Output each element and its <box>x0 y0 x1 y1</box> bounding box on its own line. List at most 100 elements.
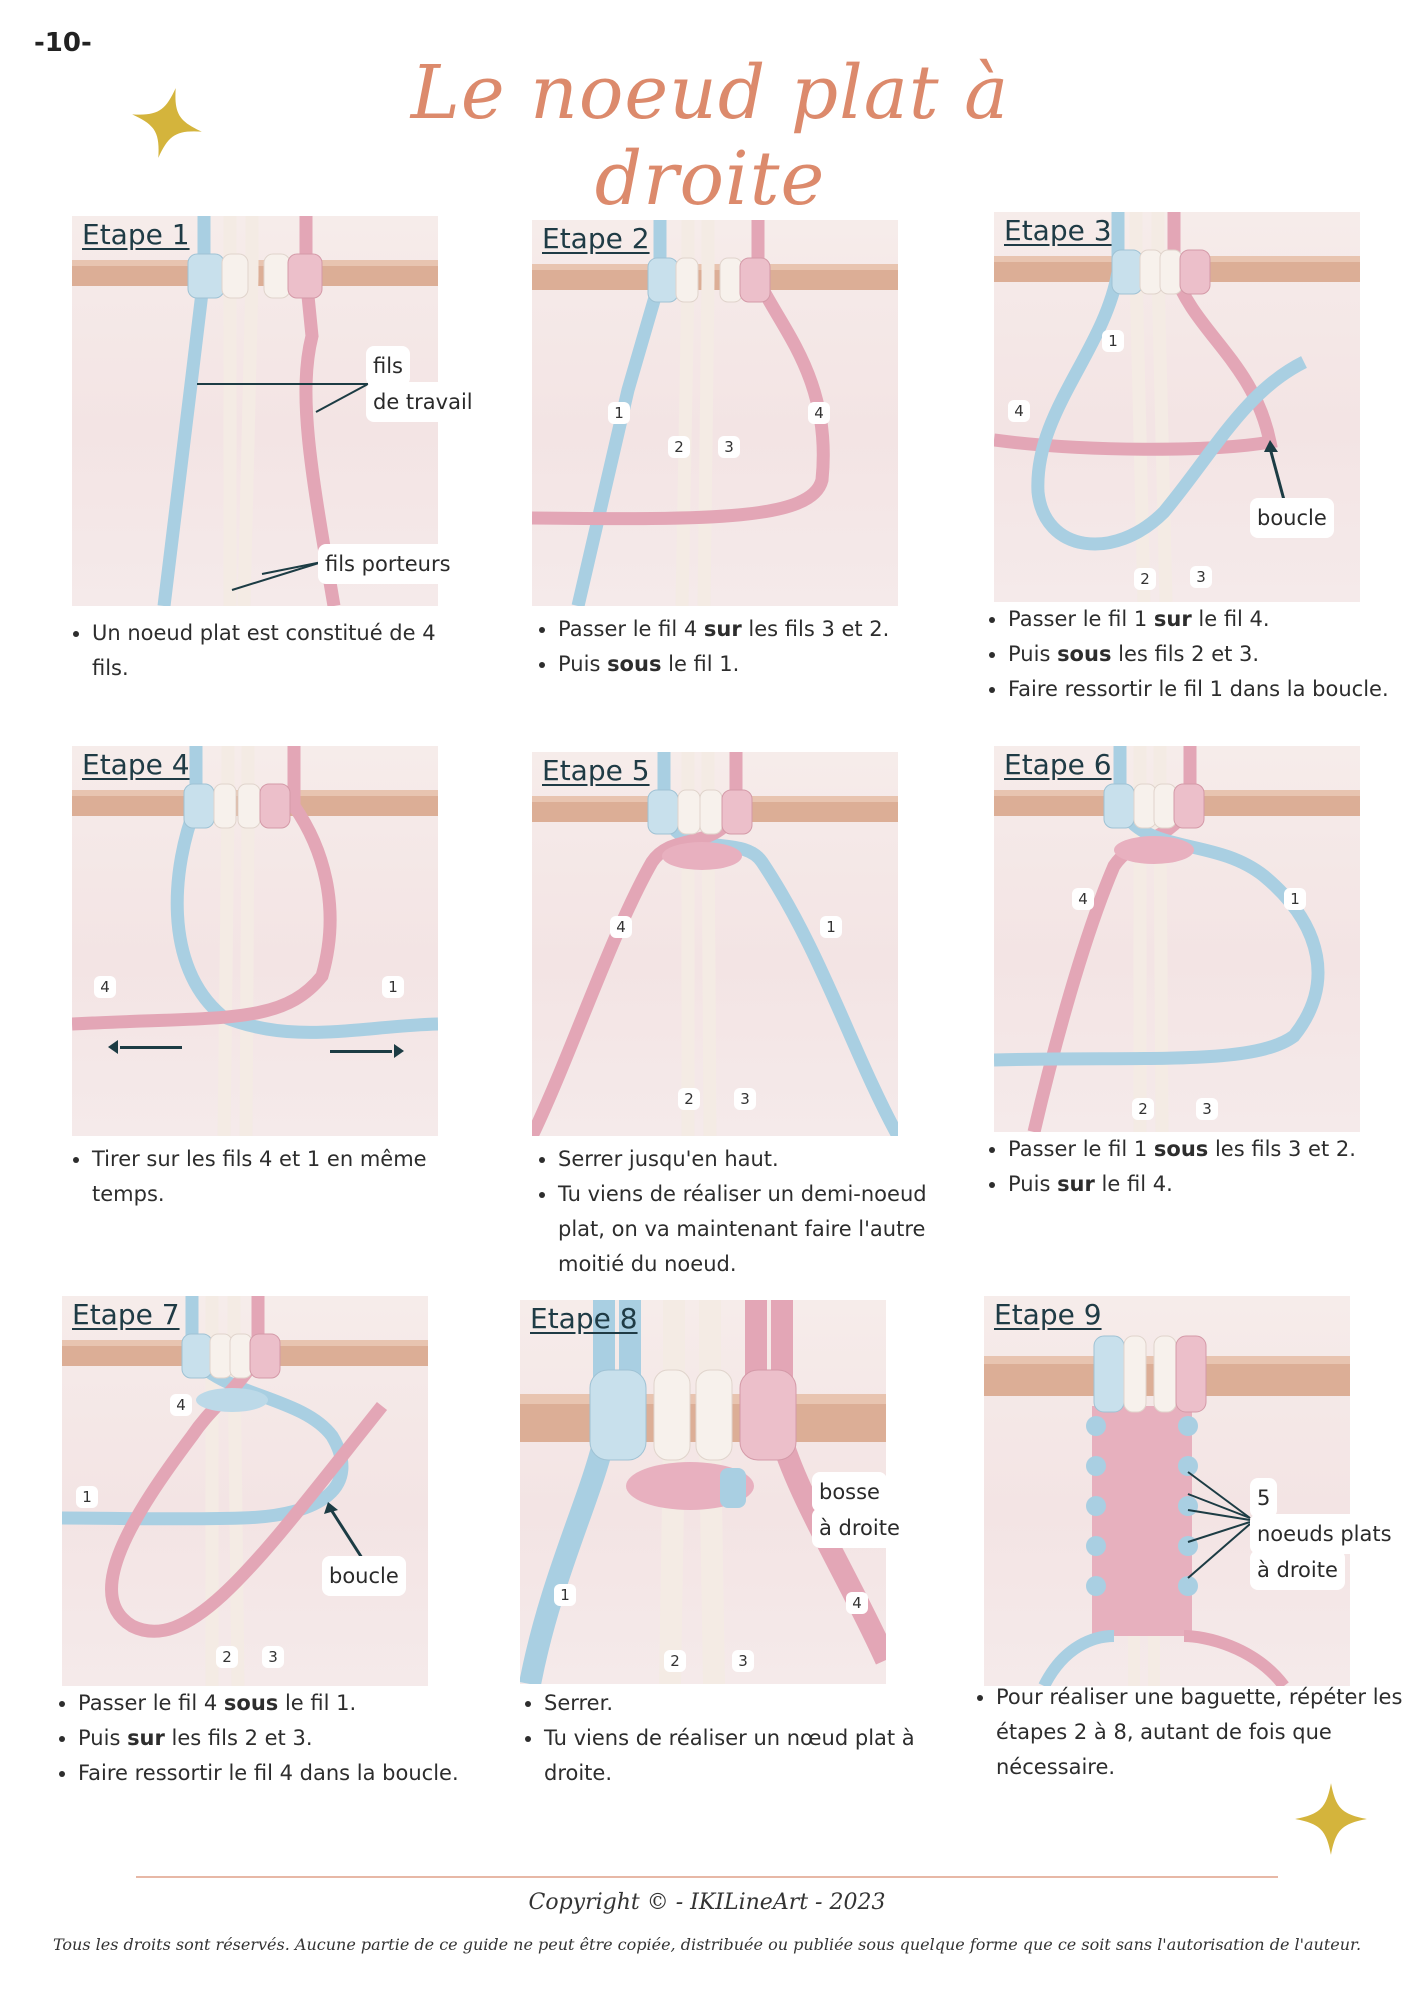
instruction-item: Faire ressortir le fil 4 dans la boucle. <box>78 1756 498 1791</box>
cord-label-4: 4 <box>610 916 632 938</box>
step-7-title: Etape 7 <box>72 1298 180 1331</box>
cord-label-1: 1 <box>554 1584 576 1606</box>
instruction-item: Pour réaliser une baguette, répéter les … <box>996 1680 1414 1785</box>
instruction-text: Puis <box>558 652 608 676</box>
cord-label-4: 4 <box>846 1592 868 1614</box>
instruction-text: Serrer jusqu'en haut. <box>558 1147 779 1171</box>
step-1-title: Etape 1 <box>82 218 190 251</box>
callout-de-travail: de travail <box>366 382 480 422</box>
cord-label-1: 1 <box>76 1486 98 1508</box>
step-4-instructions: Tirer sur les fils 4 et 1 en même temps. <box>64 1142 472 1212</box>
cord-label-1: 1 <box>820 916 842 938</box>
instruction-text: Puis <box>1008 642 1058 666</box>
step-7-photo: Etape 7 <box>62 1296 428 1686</box>
instruction-text: Serrer. <box>544 1691 613 1715</box>
instruction-item: Tu viens de réaliser un demi-noeud plat,… <box>558 1177 958 1282</box>
instruction-item: Faire ressortir le fil 1 dans la boucle. <box>1008 672 1414 707</box>
callout-boucle: boucle <box>1250 498 1334 538</box>
step-8-instructions: Serrer. Tu viens de réaliser un nœud pla… <box>516 1686 944 1791</box>
star-icon <box>1295 1783 1367 1855</box>
instruction-text: les fils 3 et 2. <box>741 617 890 641</box>
instruction-item: Tirer sur les fils 4 et 1 en même temps. <box>92 1142 472 1212</box>
step-3-title: Etape 3 <box>1004 214 1112 247</box>
step-5-instructions: Serrer jusqu'en haut. Tu viens de réalis… <box>530 1142 958 1282</box>
callout-5: 5 <box>1250 1478 1278 1518</box>
cord-label-1: 1 <box>608 402 630 424</box>
cord-label-3: 3 <box>1196 1098 1218 1120</box>
step-2-instructions: Passer le fil 4 sur les fils 3 et 2. Pui… <box>530 612 938 682</box>
callout-a-droite: à droite <box>812 1508 907 1548</box>
instruction-text: Puis <box>1008 1172 1058 1196</box>
emphasis-text: sur <box>1153 607 1192 631</box>
instruction-text: le fil 1. <box>661 652 740 676</box>
instruction-text: le fil 4. <box>1191 607 1270 631</box>
emphasis-text: sous <box>223 1691 279 1715</box>
cord-label-1: 1 <box>1102 330 1124 352</box>
instruction-text: Tirer sur les fils 4 et 1 en même temps. <box>92 1147 427 1206</box>
arrow-right-icon <box>330 1044 404 1058</box>
step-9-instructions: Pour réaliser une baguette, répéter les … <box>968 1680 1414 1785</box>
instruction-text: Passer le fil 4 <box>558 617 704 641</box>
cord-label-3: 3 <box>734 1088 756 1110</box>
instruction-text: le fil 1. <box>278 1691 357 1715</box>
instruction-text: Faire ressortir le fil 1 dans la boucle. <box>1008 677 1389 701</box>
step-9-photo: Etape 9 <box>984 1296 1350 1686</box>
callout-a-droite: à droite <box>1250 1550 1345 1590</box>
instruction-item: Passer le fil 1 sous les fils 3 et 2. <box>1008 1132 1414 1167</box>
step-4-title: Etape 4 <box>82 748 190 781</box>
step-3-instructions: Passer le fil 1 sur le fil 4. Puis sous … <box>980 602 1414 707</box>
emphasis-text: sous <box>1057 642 1112 666</box>
instruction-text: Faire ressortir le fil 4 dans la boucle. <box>78 1761 459 1785</box>
step-6-instructions: Passer le fil 1 sous les fils 3 et 2. Pu… <box>980 1132 1414 1202</box>
cord-label-2: 2 <box>664 1650 686 1672</box>
cord-label-4: 4 <box>1072 888 1094 910</box>
cord-label-2: 2 <box>678 1088 700 1110</box>
step-7-instructions: Passer le fil 4 sous le fil 1. Puis sur … <box>50 1686 498 1791</box>
star-icon <box>132 88 202 158</box>
instruction-item: Serrer jusqu'en haut. <box>558 1142 958 1177</box>
copyright-text: Copyright © - IKILineArt - 2023 <box>528 1890 886 1915</box>
instruction-item: Passer le fil 4 sous le fil 1. <box>78 1686 498 1721</box>
instruction-item: Un noeud plat est constitué de 4 fils. <box>92 616 472 686</box>
arrow-left-icon <box>108 1040 182 1054</box>
cord-label-4: 4 <box>808 402 830 424</box>
instruction-item: Passer le fil 4 sur les fils 3 et 2. <box>558 612 938 647</box>
instruction-text: le fil 4. <box>1094 1172 1173 1196</box>
cord-label-3: 3 <box>718 436 740 458</box>
cord-label-3: 3 <box>732 1650 754 1672</box>
step-4-photo: Etape 4 <box>72 746 438 1136</box>
cord-label-4: 4 <box>170 1394 192 1416</box>
callout-boucle: boucle <box>322 1556 406 1596</box>
cord-label-1: 1 <box>382 976 404 998</box>
emphasis-text: sous <box>1153 1137 1209 1161</box>
page-title: Le noeud plat à droite <box>410 50 1010 222</box>
cord-label-2: 2 <box>668 436 690 458</box>
instruction-text: Passer le fil 1 <box>1008 607 1154 631</box>
step-5-photo: Etape 5 <box>532 752 898 1136</box>
cord-label-4: 4 <box>94 976 116 998</box>
callout-noeuds-plats: noeuds plats <box>1250 1514 1399 1554</box>
emphasis-text: sur <box>703 617 742 641</box>
rights-text: Tous les droits sont réservés. Aucune pa… <box>52 1935 1362 1954</box>
step-2-photo: Etape 2 <box>532 220 898 606</box>
instruction-item: Puis sous les fils 2 et 3. <box>1008 637 1414 672</box>
step-1-instructions: Un noeud plat est constitué de 4 fils. <box>64 616 472 686</box>
instruction-item: Tu viens de réaliser un nœud plat à droi… <box>544 1721 944 1791</box>
callout-fils-porteurs: fils porteurs <box>318 544 458 584</box>
cord-label-1: 1 <box>1284 888 1306 910</box>
callout-bosse: bosse <box>812 1472 887 1512</box>
instruction-text: Passer le fil 1 <box>1008 1137 1154 1161</box>
instruction-item: Puis sur le fil 4. <box>1008 1167 1414 1202</box>
instruction-text: Un noeud plat est constitué de 4 fils. <box>92 621 436 680</box>
cord-label-2: 2 <box>1134 568 1156 590</box>
instruction-item: Serrer. <box>544 1686 944 1721</box>
cord-label-2: 2 <box>1132 1098 1154 1120</box>
cord-label-4: 4 <box>1008 400 1030 422</box>
instruction-text: les fils 3 et 2. <box>1208 1137 1356 1161</box>
instruction-text: Puis <box>78 1726 128 1750</box>
cord-label-3: 3 <box>262 1646 284 1668</box>
instruction-text: les fils 2 et 3. <box>164 1726 313 1750</box>
callout-fils: fils <box>366 346 411 386</box>
instruction-text: Tu viens de réaliser un nœud plat à droi… <box>544 1726 915 1785</box>
step-5-title: Etape 5 <box>542 754 650 787</box>
